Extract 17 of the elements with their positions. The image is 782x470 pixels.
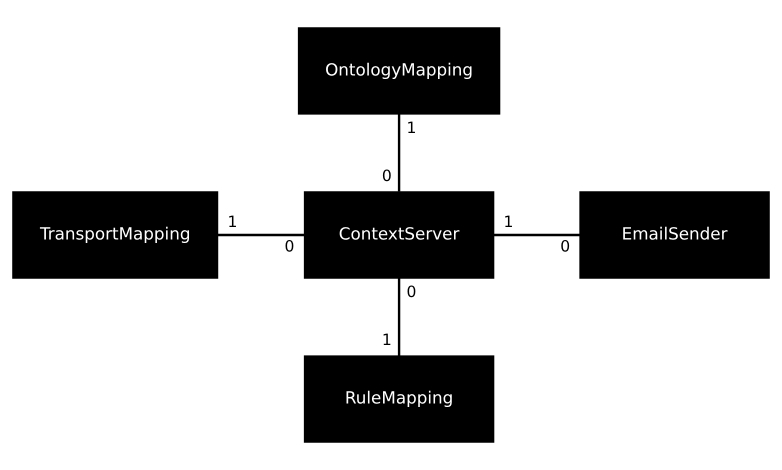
label: 0 — [284, 237, 294, 256]
label: 1 — [228, 212, 238, 231]
connector — [398, 278, 400, 356]
node-box: TransportMapping — [12, 191, 218, 279]
connector — [218, 234, 304, 236]
node-box: OntologyMapping — [298, 27, 500, 115]
label: 0 — [560, 237, 570, 256]
label: 0 — [406, 283, 416, 302]
label: 1 — [382, 330, 392, 349]
node-box: ContextServer — [304, 191, 494, 279]
node-box: RuleMapping — [304, 355, 494, 443]
connector — [494, 234, 580, 236]
label: 1 — [406, 118, 416, 137]
node-box: EmailSender — [579, 191, 770, 279]
label: 0 — [382, 166, 392, 185]
connector — [398, 114, 400, 192]
label: 1 — [504, 212, 514, 231]
